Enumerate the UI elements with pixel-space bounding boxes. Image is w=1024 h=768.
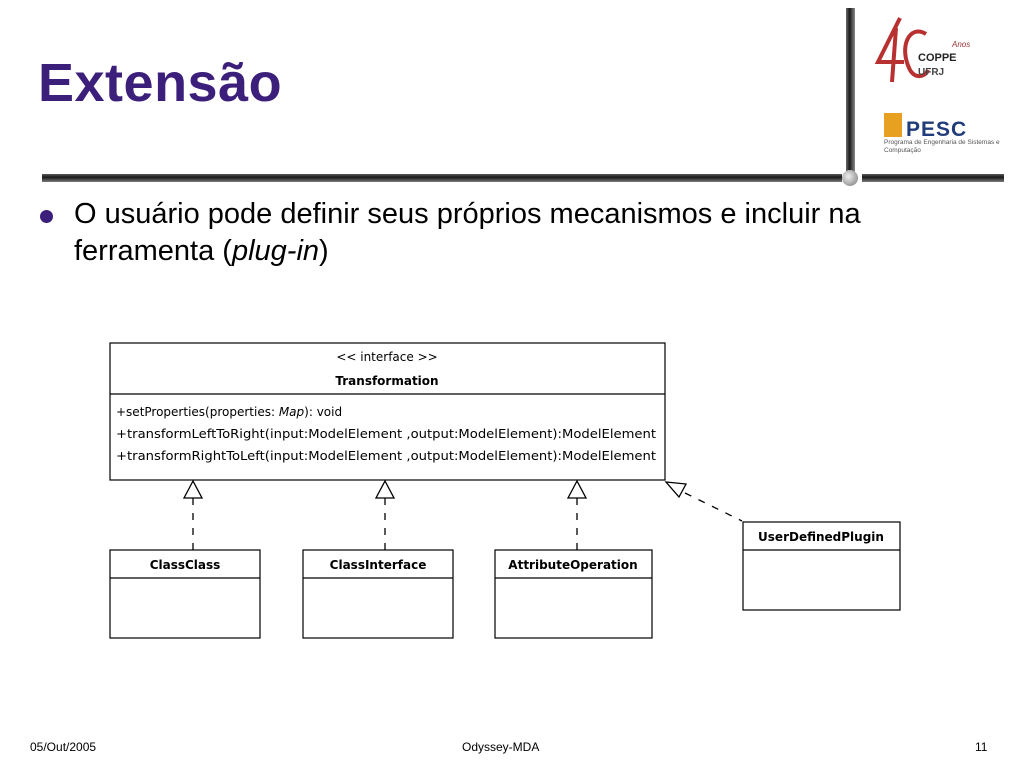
- realization-arrow-userdefinedplugin: [664, 481, 743, 522]
- interface-name: Transformation: [335, 374, 438, 388]
- interface-op-lefttoright: +transformLeftToRight(input:ModelElement…: [116, 427, 656, 441]
- divider-knob: [842, 170, 858, 186]
- bullet-text-italic: plug-in: [231, 235, 320, 267]
- header-divider-right: [862, 174, 1004, 182]
- bullet-text-main: O usuário pode definir seus próprios mec…: [74, 198, 861, 267]
- vertical-divider: [846, 8, 855, 180]
- interface-box: [109, 342, 666, 481]
- footer-date: 05/Out/2005: [30, 740, 97, 754]
- classclass-box: [109, 549, 261, 639]
- realization-arrow-classclass: [182, 479, 204, 550]
- realization-arrow-classinterface: [374, 479, 396, 550]
- attributeoperation-box: [494, 549, 653, 639]
- userdefinedplugin-name: UserDefinedPlugin: [758, 530, 884, 544]
- interface-op-righttoleft: +transformRightToLeft(input:ModelElement…: [116, 449, 656, 463]
- anos-label: Anos: [952, 40, 971, 49]
- footer-title: Odyssey-MDA: [462, 740, 540, 754]
- institution-logos: Anos COPPE UFRJ PESC Programa de Engenha…: [870, 10, 1010, 160]
- ufrj-label: UFRJ: [918, 67, 945, 78]
- attributeoperation-name: AttributeOperation: [508, 558, 637, 572]
- classinterface-box: [302, 549, 454, 639]
- pesc-label: PESC: [906, 118, 968, 141]
- interface-stereotype: << interface >>: [336, 350, 437, 364]
- coppe-40-logo: [874, 17, 930, 83]
- header-divider: [42, 174, 842, 182]
- userdefinedplugin-box: [742, 521, 901, 611]
- interface-op-setproperties: +setProperties(properties: Map): void: [116, 405, 342, 419]
- classinterface-name: ClassInterface: [330, 558, 427, 572]
- coppe-label: COPPE: [918, 52, 957, 64]
- pesc-icon: [884, 113, 902, 137]
- page-title: Extensão: [38, 53, 283, 113]
- classclass-name: ClassClass: [150, 558, 221, 572]
- pesc-subtitle: Programa de Engenharia de Sistemas e Com…: [884, 139, 1000, 154]
- footer-page-number: 11: [975, 740, 988, 754]
- bullet-text-end: ): [319, 235, 329, 267]
- bullet-text: O usuário pode definir seus próprios mec…: [74, 196, 964, 270]
- realization-arrow-attributeoperation: [566, 479, 588, 550]
- bullet-icon: [40, 210, 53, 223]
